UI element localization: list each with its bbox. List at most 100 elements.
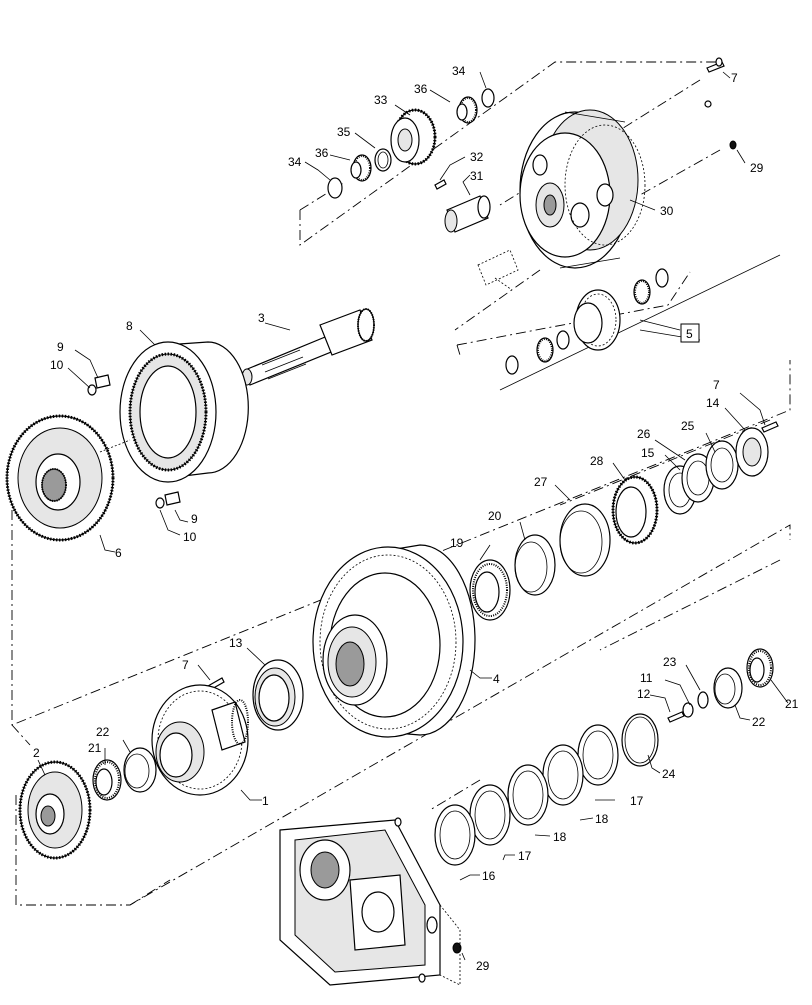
fastener-ghost xyxy=(99,439,131,453)
callout-21-right: 21 xyxy=(785,697,799,711)
callout-7-mid: 7 xyxy=(713,378,720,392)
part-5-gear-kit xyxy=(505,268,669,375)
part-2-gear xyxy=(18,760,92,860)
callout-32: 32 xyxy=(470,150,484,164)
part-19-bearing xyxy=(469,559,511,621)
callout-17-upper: 17 xyxy=(630,794,644,808)
callout-23: 23 xyxy=(663,655,677,669)
part-3-shaft xyxy=(241,308,375,386)
callout-7-top: 7 xyxy=(731,71,738,85)
callout-25: 25 xyxy=(681,419,695,433)
callout-17-lower: 17 xyxy=(518,849,532,863)
callout-27: 27 xyxy=(534,475,548,489)
part-7-bolt-mid xyxy=(761,421,779,433)
part-34-snap-ring-upper xyxy=(481,88,495,108)
callout-7-lower: 7 xyxy=(182,658,189,672)
callout-28: 28 xyxy=(590,454,604,468)
part-13-seal xyxy=(252,659,304,731)
callout-15: 15 xyxy=(641,446,655,460)
callout-1: 1 xyxy=(262,794,269,808)
callout-14: 14 xyxy=(706,396,720,410)
part-27-seal-ring xyxy=(559,503,611,577)
callout-5-box: 5 xyxy=(680,323,700,343)
callout-26: 26 xyxy=(637,427,651,441)
callout-31: 31 xyxy=(470,169,484,183)
callout-34-lower: 34 xyxy=(288,155,302,169)
callout-30: 30 xyxy=(660,204,674,218)
part-34-snap-ring-lower xyxy=(327,177,343,199)
part-31-pin xyxy=(444,195,491,233)
callout-10-upper: 10 xyxy=(50,358,64,372)
small-hardware-top xyxy=(704,100,712,108)
part-4-hub xyxy=(312,544,476,738)
part-25-shim xyxy=(705,440,739,490)
part-18-shim-upper xyxy=(542,744,584,806)
part-18-shim-lower xyxy=(507,764,549,826)
part-22-cup-left xyxy=(123,747,157,793)
part-14-retainer-plate xyxy=(735,427,769,477)
callout-8: 8 xyxy=(126,319,133,333)
gearbox-housing xyxy=(279,817,461,986)
leader-lines xyxy=(37,71,789,961)
part-20-cup xyxy=(514,534,556,596)
callout-20: 20 xyxy=(488,509,502,523)
part-1-spindle xyxy=(151,684,249,796)
part-9-dowel-upper xyxy=(94,374,111,389)
pin-ghost xyxy=(477,249,519,291)
part-32-roll-pin xyxy=(434,179,447,190)
part-24-o-ring xyxy=(621,713,659,767)
callout-21-left: 21 xyxy=(88,741,102,755)
part-10-bolt-upper xyxy=(87,384,97,396)
part-7-bolt-top xyxy=(706,57,725,73)
callout-29-top: 29 xyxy=(750,161,764,175)
callout-36-upper: 36 xyxy=(414,82,428,96)
part-33-planet-gear xyxy=(390,108,437,166)
callout-22-right: 22 xyxy=(752,715,766,729)
callout-9-upper: 9 xyxy=(57,340,64,354)
part-9-dowel-lower xyxy=(164,491,181,506)
callout-24: 24 xyxy=(662,767,676,781)
part-36-bearing-upper xyxy=(456,96,478,124)
callout-29-bottom: 29 xyxy=(476,959,490,973)
part-10-bolt-lower xyxy=(155,497,165,509)
callout-10-lower: 10 xyxy=(183,530,197,544)
callout-2: 2 xyxy=(33,746,40,760)
part-6-large-gear xyxy=(5,414,115,542)
part-23-snap-ring xyxy=(697,691,709,709)
callout-34-upper: 34 xyxy=(452,64,466,78)
part-17-shim-upper xyxy=(577,724,619,786)
part-30-planet-carrier xyxy=(519,109,646,269)
callout-36-lower: 36 xyxy=(315,146,329,160)
part-29-plug-top xyxy=(729,140,737,150)
callout-9-lower: 9 xyxy=(191,512,198,526)
callout-16: 16 xyxy=(482,869,496,883)
callout-4: 4 xyxy=(493,672,500,686)
callout-18-upper: 18 xyxy=(595,812,609,826)
part-36-bearing-lower xyxy=(350,154,372,182)
part-29-plug-bottom xyxy=(452,942,462,954)
part-21-bearing-right xyxy=(746,648,774,688)
part-12-bolt xyxy=(667,711,685,723)
callout-33: 33 xyxy=(374,93,388,107)
callout-22-left: 22 xyxy=(96,725,110,739)
callout-5: 5 xyxy=(686,327,693,341)
callout-3: 3 xyxy=(258,311,265,325)
callout-35: 35 xyxy=(337,125,351,139)
part-35-spacer xyxy=(374,148,392,172)
callout-19: 19 xyxy=(450,536,464,550)
part-17-shim-lower xyxy=(469,784,511,846)
callout-11: 11 xyxy=(640,671,653,685)
callout-12: 12 xyxy=(637,687,651,701)
callout-6: 6 xyxy=(115,546,122,560)
callout-18-lower: 18 xyxy=(553,830,567,844)
part-22-cup-right xyxy=(713,667,743,709)
part-21-bearing-left xyxy=(92,759,122,801)
part-8-ring-gear xyxy=(119,341,249,483)
part-11-washer xyxy=(682,702,694,718)
part-16-shim xyxy=(434,804,476,866)
callout-labels: 1 2 3 4 5 6 7 7 7 8 9 10 9 10 11 12 13 1… xyxy=(33,64,799,973)
part-28-bearing xyxy=(611,475,659,545)
callout-13: 13 xyxy=(229,636,243,650)
